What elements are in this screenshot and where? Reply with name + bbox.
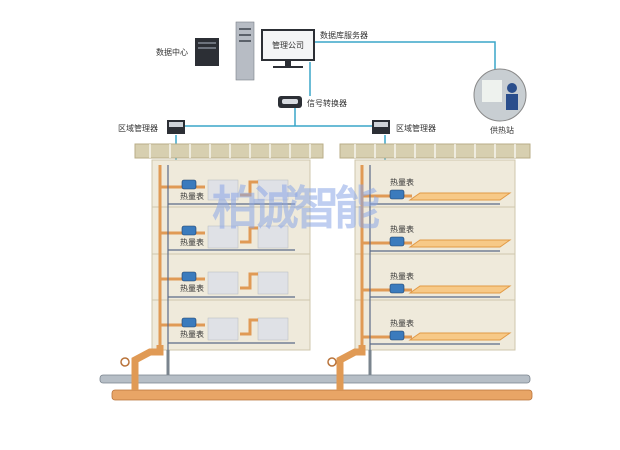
supply-main-pipe bbox=[111, 389, 533, 401]
signal-converter-label: 信号转换器 bbox=[307, 98, 347, 108]
zone-manager-left-label: 区域管理器 bbox=[118, 123, 158, 133]
zone-manager-left-icon bbox=[167, 120, 185, 134]
valve-icon bbox=[327, 357, 337, 367]
heating-station-label: 供热站 bbox=[490, 125, 514, 135]
valve-icon bbox=[120, 357, 130, 367]
heat-meter-icon bbox=[181, 317, 197, 328]
signal-converter-icon bbox=[278, 96, 302, 108]
watermark: 柏诚智能 bbox=[212, 181, 384, 235]
heat-meter-icon bbox=[389, 236, 405, 247]
main-pipes bbox=[99, 345, 533, 401]
heat-meter-icon bbox=[389, 283, 405, 294]
heat-meters bbox=[181, 179, 405, 341]
management-monitor-icon bbox=[261, 29, 315, 68]
zone-manager-right-icon bbox=[372, 120, 390, 134]
building-left bbox=[134, 143, 324, 351]
data-center-label: 数据中心 bbox=[156, 47, 188, 57]
heat-meter-label: 热量表 bbox=[180, 191, 204, 201]
heat-meter-icon bbox=[389, 189, 405, 200]
heat-meter-label: 热量表 bbox=[180, 237, 204, 247]
db-server-label: 数据库服务器 bbox=[320, 30, 368, 40]
database-tower-icon bbox=[235, 21, 255, 81]
radiators bbox=[207, 179, 289, 341]
heat-meter-label: 热量表 bbox=[390, 271, 414, 281]
heat-meter-label: 热量表 bbox=[390, 318, 414, 328]
heat-meter-label: 热量表 bbox=[180, 329, 204, 339]
building-right bbox=[339, 143, 531, 351]
heat-meter-icon bbox=[181, 271, 197, 282]
heat-meter-label: 热量表 bbox=[390, 224, 414, 234]
return-main-pipe bbox=[99, 374, 531, 384]
signal-line-db-station bbox=[314, 41, 496, 70]
heat-meter-label: 热量表 bbox=[390, 177, 414, 187]
heating-station-photo-icon bbox=[473, 68, 527, 122]
floor-heating-coils bbox=[408, 192, 512, 341]
management-company-label: 管理公司 bbox=[272, 40, 304, 50]
zone-manager-right-label: 区域管理器 bbox=[396, 123, 436, 133]
heat-meter-icon bbox=[181, 179, 197, 190]
signal-line-converter-zones bbox=[185, 108, 372, 127]
data-center-server-icon bbox=[195, 38, 219, 66]
heat-meter-label: 热量表 bbox=[180, 283, 204, 293]
heat-meter-icon bbox=[181, 225, 197, 236]
heat-meter-icon bbox=[389, 330, 405, 341]
